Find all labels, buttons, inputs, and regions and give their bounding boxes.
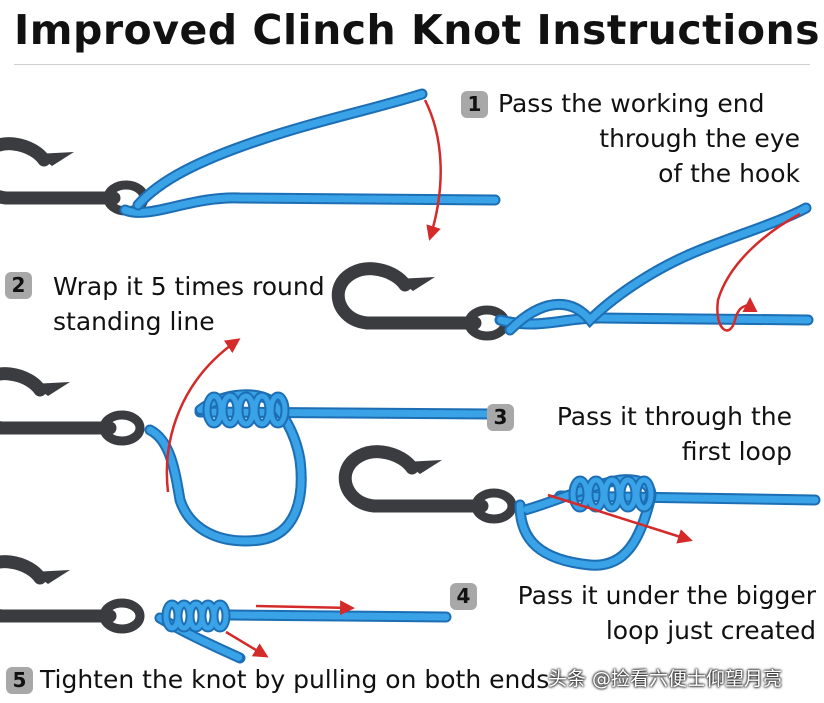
step-1-text: Pass the working end through the eye of … (490, 86, 800, 191)
fish-hook-icon (0, 144, 144, 211)
step-1-line-2: through the eye (599, 124, 800, 153)
step-4-badge: 4 (450, 583, 477, 610)
step-5-badge: 5 (6, 667, 33, 694)
direction-arrow-icon (423, 99, 442, 241)
step-2-figure (338, 202, 814, 336)
step-2-text: Wrap it 5 times round standing line (53, 269, 325, 339)
fish-hook-icon (0, 374, 140, 441)
step-4-line-1: Pass it under the bigger (517, 581, 816, 610)
step-1-line-3: of the hook (658, 159, 800, 188)
page-title: Improved Clinch Knot Instructions (14, 6, 821, 54)
fish-hook-icon (338, 269, 505, 336)
step-3-badge: 3 (487, 404, 514, 431)
direction-arrow-icon (225, 630, 269, 658)
step-1-badge: 1 (461, 91, 488, 118)
step-4-line-2: loop just created (605, 616, 816, 645)
step-4-figure (345, 452, 821, 571)
step-2-badge: 2 (5, 272, 32, 299)
step-5-line-1: Tighten the knot by pulling on both ends (40, 665, 550, 694)
step-3-figure (0, 338, 498, 547)
fish-hook-icon (0, 562, 140, 629)
fish-hook-icon (345, 452, 512, 519)
title-divider (14, 64, 810, 65)
step-2-line-1: Wrap it 5 times round (53, 272, 325, 301)
step-3-line-2: first loop (681, 437, 792, 466)
direction-arrow-icon (165, 338, 241, 493)
direction-arrow-icon (716, 212, 801, 332)
step-5-text: Tighten the knot by pulling on both ends (40, 662, 549, 697)
watermark: 头条 @捡看六便士仰望月亮 (548, 668, 783, 690)
step-3-line-1: Pass it through the (556, 402, 792, 431)
direction-arrow-icon (547, 493, 693, 544)
step-1-figure (0, 88, 501, 241)
step-4-text: Pass it under the bigger loop just creat… (480, 578, 816, 648)
step-2-line-2: standing line (53, 307, 215, 336)
direction-arrow-icon (255, 600, 355, 616)
step-3-text: Pass it through the first loop (520, 399, 792, 469)
step-1-line-1: Pass the working end (498, 89, 765, 118)
step-5-figure (0, 562, 452, 664)
